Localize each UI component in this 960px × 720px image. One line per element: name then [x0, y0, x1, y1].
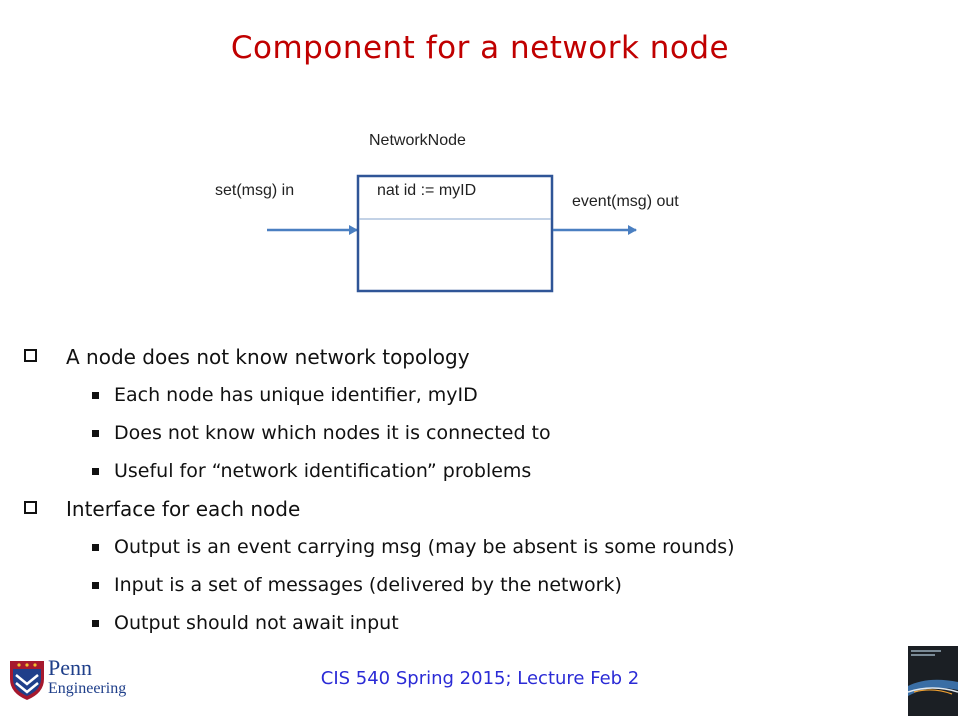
slide-title: Component for a network node	[230, 30, 730, 66]
sub-bullet-text: Useful for “network identification” prob…	[114, 460, 532, 482]
square-bullet-icon	[92, 544, 99, 551]
sub-bullet-item: Output should not await input	[22, 604, 942, 642]
network-node-diagram: NetworkNode set(msg) in nat id := myID e…	[0, 0, 960, 320]
bullet-list: A node does not know network topology Ea…	[22, 338, 942, 642]
sub-bullet-item: Each node has unique identifier, myID	[22, 376, 942, 414]
bullet-item: A node does not know network topology	[22, 338, 942, 376]
square-bullet-icon	[92, 582, 99, 589]
output-label: event(msg) out	[572, 193, 679, 210]
sub-bullet-text: Output is an event carrying msg (may be …	[114, 536, 735, 558]
input-label: set(msg) in	[215, 182, 295, 199]
square-bullet-icon	[92, 430, 99, 437]
sub-bullet-text: Does not know which nodes it is connecte…	[114, 422, 551, 444]
sub-bullet-item: Does not know which nodes it is connecte…	[22, 414, 942, 452]
sub-bullet-item: Useful for “network identification” prob…	[22, 452, 942, 490]
book-cover-thumbnail	[908, 646, 958, 716]
bullet-text: Interface for each node	[66, 497, 301, 521]
diagram-graphics	[267, 174, 637, 293]
square-bullet-icon	[92, 392, 99, 399]
component-box	[356, 174, 554, 293]
component-name: NetworkNode	[369, 132, 466, 149]
sub-bullet-text: Output should not await input	[114, 612, 399, 634]
penn-engineering-logo: Penn Engineering	[8, 655, 127, 703]
bullet-text: A node does not know network topology	[66, 345, 470, 369]
sub-bullet-text: Input is a set of messages (delivered by…	[114, 574, 622, 596]
penn-shield-icon	[10, 661, 44, 700]
sub-bullet-item: Input is a set of messages (delivered by…	[22, 566, 942, 604]
logo-wordmark: Penn	[48, 655, 92, 680]
bullet-item: Interface for each node	[22, 490, 942, 528]
sub-bullet-text: Each node has unique identifier, myID	[114, 384, 478, 406]
square-bullet-icon	[92, 468, 99, 475]
checkbox-bullet-icon	[24, 349, 37, 362]
checkbox-bullet-icon	[24, 501, 37, 514]
logo-subtitle: Engineering	[48, 680, 127, 697]
sub-bullet-item: Output is an event carrying msg (may be …	[22, 528, 942, 566]
state-variable-label: nat id := myID	[377, 182, 477, 199]
slide-footer: CIS 540 Spring 2015; Lecture Feb 2	[320, 668, 640, 689]
square-bullet-icon	[92, 620, 99, 627]
